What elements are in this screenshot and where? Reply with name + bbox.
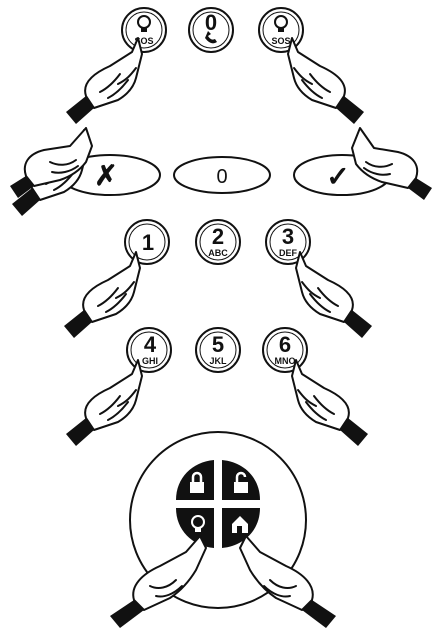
hand-pointer-key-3 <box>296 252 372 338</box>
sos-label: SOS <box>134 36 153 46</box>
key-6[interactable]: 6 MNO <box>262 327 308 373</box>
key-letters: DEF <box>279 248 298 258</box>
key-digit: 5 <box>212 332 224 357</box>
key-letters: MNO <box>275 356 296 366</box>
hand-pointer-key-6 <box>292 360 368 446</box>
key-letters: ABC <box>208 248 228 258</box>
remote-button-home[interactable] <box>222 508 260 548</box>
key-3[interactable]: 3 DEF <box>265 219 311 265</box>
key-digit: 0 <box>216 166 227 188</box>
cancel-icon: ✗ <box>94 160 117 191</box>
key-5[interactable]: 5 JKL <box>195 327 241 373</box>
key-2[interactable]: 2 ABC <box>195 219 241 265</box>
key-zero-phone[interactable]: 0 <box>188 7 234 53</box>
lightbulb-icon <box>137 15 151 32</box>
key-sos-left[interactable]: SOS <box>121 7 167 53</box>
key-digit: 0 <box>205 10 217 35</box>
lightbulb-icon <box>274 15 288 32</box>
key-4[interactable]: 4 GHI <box>126 327 172 373</box>
phone-icon <box>205 31 217 44</box>
key-zero[interactable]: 0 <box>173 156 271 194</box>
key-letters: JKL <box>209 356 227 366</box>
remote-button-light[interactable] <box>176 508 214 548</box>
key-letters: GHI <box>142 356 158 366</box>
key-1[interactable]: 1 <box>124 219 170 265</box>
lightbulb-icon <box>191 515 205 532</box>
hand-pointer-right-top <box>288 38 364 124</box>
key-digit: 6 <box>279 332 291 357</box>
lock-open-icon <box>234 471 248 493</box>
remote-button-lock[interactable] <box>176 460 214 500</box>
hand-pointer-right-confirm <box>351 127 432 200</box>
home-arm-icon <box>232 516 248 533</box>
remote-button-unlock[interactable] <box>222 460 260 500</box>
key-sos-right[interactable]: SOS <box>258 7 304 53</box>
hand-pointer-remote-right <box>239 535 336 628</box>
hand-pointer-remote-left <box>110 535 207 628</box>
key-digit: 4 <box>144 332 157 357</box>
key-digit: 2 <box>212 224 224 249</box>
hand-pointer-left-cancel <box>10 127 93 216</box>
key-digit: 1 <box>142 230 154 255</box>
hand-pointer-left-top <box>65 37 143 125</box>
lock-closed-icon <box>190 471 204 493</box>
hand-pointer-key-4 <box>65 359 143 447</box>
sos-label: SOS <box>271 36 290 46</box>
confirm-icon: ✓ <box>326 161 349 192</box>
hand-pointer-key-1 <box>63 251 141 339</box>
key-digit: 3 <box>282 224 294 249</box>
